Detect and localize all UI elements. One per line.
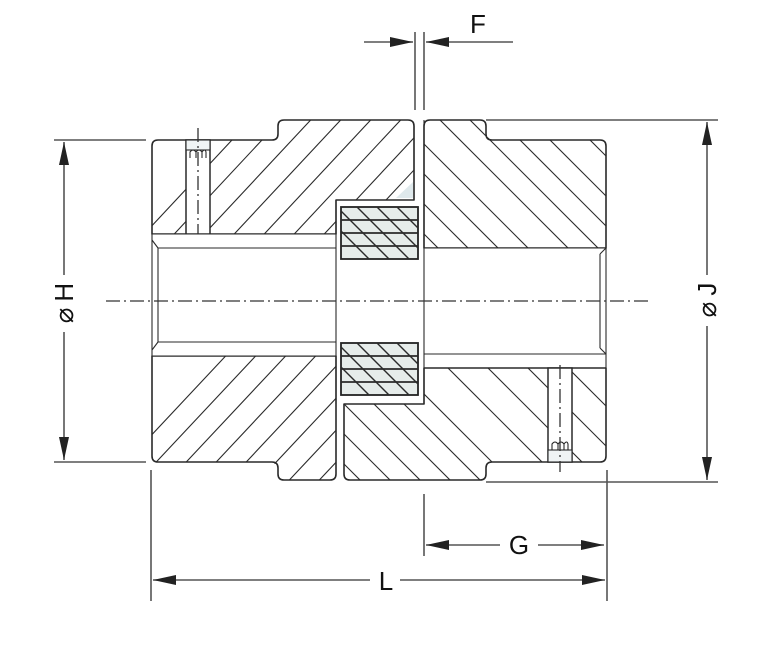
label-f: F	[470, 9, 486, 39]
diameter-symbol-h: ⌀	[49, 308, 79, 324]
elastomer-spider-lower	[340, 342, 419, 396]
label-j: J	[692, 283, 722, 296]
svg-text:⌀H: ⌀H	[49, 283, 79, 323]
dimension-g: G	[423, 494, 604, 560]
svg-text:⌀J: ⌀J	[692, 283, 722, 318]
diameter-symbol-j: ⌀	[692, 302, 722, 318]
set-screw-right	[551, 441, 569, 450]
spider-cavity	[335, 120, 425, 404]
right-hub-lower-section	[343, 365, 607, 481]
right-hub-upper-section	[423, 119, 607, 249]
set-screw-left	[189, 149, 207, 158]
dimension-j: ⌀J	[486, 119, 722, 483]
label-g: G	[509, 530, 529, 560]
left-bore	[151, 233, 336, 357]
label-l: L	[379, 566, 393, 596]
right-bore	[424, 247, 607, 369]
label-h: H	[49, 283, 79, 302]
dimension-l: L	[150, 470, 608, 601]
dimension-h: ⌀H	[49, 139, 146, 463]
elastomer-spider-upper	[340, 206, 419, 260]
dimension-f: F	[364, 9, 513, 110]
